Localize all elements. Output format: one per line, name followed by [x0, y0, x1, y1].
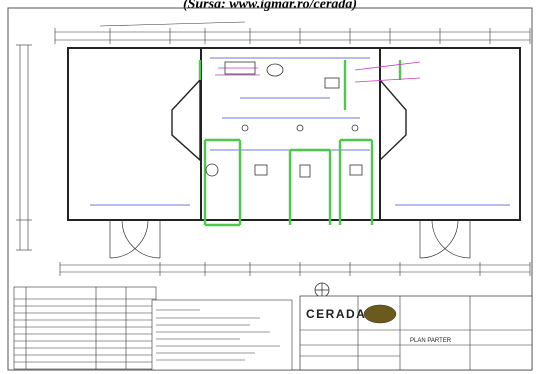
- fixtures: [205, 61, 363, 178]
- company-name: CERADA: [306, 307, 366, 321]
- title-block: CERADA PLAN PARTER: [299, 295, 533, 371]
- exterior-walls: [67, 47, 521, 221]
- legend-block: [151, 299, 293, 371]
- top-dimension-chain: [54, 21, 531, 44]
- interior-blue-dimensions: [90, 57, 510, 206]
- magenta-notes: [215, 61, 421, 83]
- green-partitions: [198, 60, 402, 227]
- sheet-title: PLAN PARTER: [410, 338, 452, 344]
- image-source-caption: (Sursa: www.igmar.ro/cerada): [182, 0, 358, 12]
- bottom-dimension-chain: [59, 262, 531, 276]
- north-arrow-icon: [314, 282, 330, 298]
- left-dimension-chain: [16, 44, 32, 251]
- logo-badge-icon: [363, 304, 397, 324]
- door-swing-icon: [109, 219, 471, 259]
- area-schedule-table: [13, 286, 157, 370]
